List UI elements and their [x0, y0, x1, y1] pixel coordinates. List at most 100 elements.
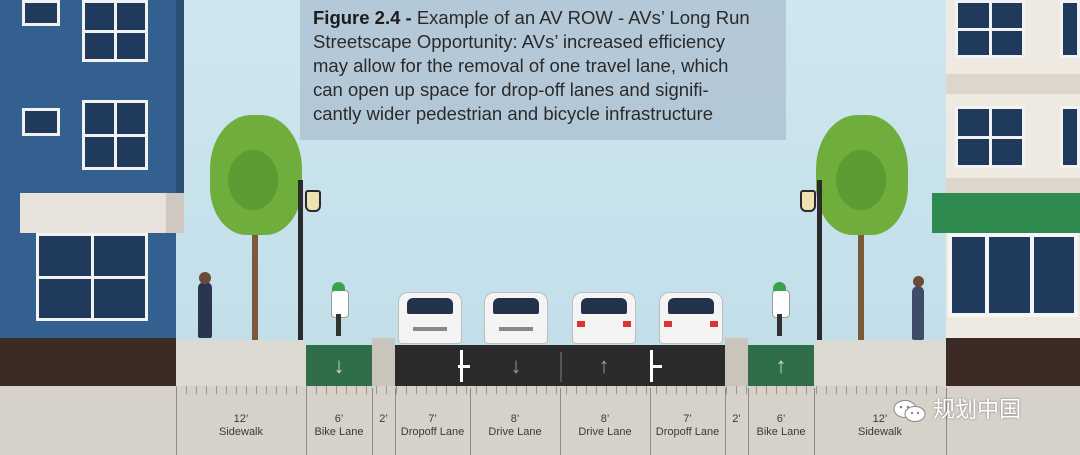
lane-label-drive-right: 8’ Drive Lane: [560, 413, 650, 439]
caption-box: [300, 0, 786, 140]
tree-trunk: [858, 200, 864, 340]
tail-light: [664, 321, 672, 327]
dimension-divider: [372, 388, 373, 455]
tail-light: [623, 321, 631, 327]
storefront-mullion: [985, 233, 989, 317]
window: [1060, 106, 1080, 168]
window: [82, 0, 148, 62]
arrow-down-icon: ↓: [510, 353, 522, 378]
lane-label-bike-left: 6’ Bike Lane: [306, 413, 372, 439]
dimension-divider: [650, 388, 651, 455]
lane-width: 12’: [872, 413, 888, 425]
pedestrian-head: [199, 272, 211, 284]
street-lamp-icon: [800, 190, 816, 212]
arrow-down-icon: ↓: [333, 353, 345, 378]
car-windshield: [407, 298, 453, 314]
bicycle-icon: [777, 314, 782, 336]
car-icon: [572, 292, 636, 344]
lane-name: Dropoff Lane: [400, 426, 465, 438]
dimension-divider: [470, 388, 471, 455]
lane-name: Drive Lane: [488, 426, 542, 438]
right-awning: [932, 193, 1080, 233]
lane-label-drive-left: 8’ Drive Lane: [470, 413, 560, 439]
lamp-post: [298, 180, 303, 340]
arrow-up-icon: ↑: [775, 353, 787, 378]
dimension-divider: [946, 388, 947, 455]
wechat-icon: [893, 399, 927, 423]
storefront-window: [36, 233, 148, 321]
caption-line: may allow for the removal of one travel …: [313, 55, 729, 76]
tail-light: [710, 321, 718, 327]
helmet-icon: [332, 282, 345, 291]
lane-width: 7’: [428, 413, 437, 425]
lane-width: 6’: [776, 413, 786, 425]
tree-trunk: [252, 200, 258, 340]
lane-marking: [458, 365, 470, 368]
lane-name: Sidewalk: [218, 426, 264, 438]
figure-number: Figure 2.4 -: [313, 7, 412, 28]
dimension-divider: [748, 388, 749, 455]
lane-name: Drive Lane: [578, 426, 632, 438]
left-sidewalk: [176, 340, 306, 386]
window: [22, 0, 60, 26]
left-building-side: [176, 0, 184, 230]
window: [955, 0, 1025, 58]
right-bike-lane: [748, 345, 814, 387]
right-building-cornice: [946, 74, 1080, 94]
lane-width: 2’: [379, 413, 388, 425]
left-awning: [20, 193, 166, 233]
dimension-divider: [306, 388, 307, 455]
pedestrian-head: [913, 276, 924, 287]
left-buffer: [372, 338, 395, 387]
car-rear-window: [581, 298, 627, 314]
window: [955, 106, 1025, 168]
street-lamp-icon: [305, 190, 321, 212]
car-windshield: [493, 298, 539, 314]
pedestrian-icon: [198, 282, 212, 338]
left-building-base: [0, 338, 176, 386]
lane-width: 2’: [732, 413, 741, 425]
right-buffer: [725, 338, 748, 387]
lane-name: Sidewalk: [857, 426, 903, 438]
figure-caption: Figure 2.4 - Example of an AV ROW - AVs’…: [313, 6, 781, 126]
pedestrian-icon: [912, 286, 924, 340]
dimension-divider: [395, 388, 396, 455]
bicycle-icon: [336, 314, 341, 336]
lane-label-buffer-left: 2’: [372, 413, 395, 426]
caption-line: can open up space for drop-off lanes and…: [313, 79, 709, 100]
dimension-divider: [725, 388, 726, 455]
center-line: [560, 352, 562, 382]
lane-width: 12’: [233, 413, 249, 425]
caption-line: Figure 2.4 - Example of an AV ROW - AVs’…: [313, 6, 781, 30]
car-rear-window: [668, 298, 714, 314]
car-grill: [413, 327, 447, 331]
caption-text: Example of an AV ROW - AVs’ Long Run: [411, 7, 750, 28]
caption-line: Streetscape Opportunity: AVs’ increased …: [313, 31, 726, 52]
storefront-window: [948, 233, 1078, 317]
watermark-text: 规划中国: [933, 397, 1022, 422]
lane-marking: [650, 365, 662, 368]
lane-width: 8’: [510, 413, 520, 425]
lane-name: Bike Lane: [314, 426, 364, 438]
lane-width: 6’: [334, 413, 344, 425]
dimension-divider: [176, 388, 177, 455]
right-sidewalk: [814, 340, 946, 386]
tree-foliage-shade: [228, 150, 278, 210]
lane-width: 8’: [600, 413, 610, 425]
right-building-base: [946, 338, 1080, 386]
lamp-post: [817, 180, 822, 340]
right-building-cornice: [946, 178, 1080, 193]
watermark: 规划中国: [893, 392, 1021, 424]
car-icon: [659, 292, 723, 344]
dimension-strip: [0, 386, 1080, 455]
car-grill: [499, 327, 533, 331]
lane-label-sidewalk-left: 12’ Sidewalk: [176, 413, 306, 439]
lane-label-dropoff-right: 7’ Dropoff Lane: [650, 413, 725, 439]
window: [22, 108, 60, 136]
storefront-mullion: [1030, 233, 1034, 317]
tick-marks: [176, 386, 946, 394]
lane-name: Dropoff Lane: [655, 426, 720, 438]
arrow-up-icon: ↑: [598, 353, 610, 378]
dimension-divider: [560, 388, 561, 455]
left-bike-lane: [306, 345, 372, 387]
